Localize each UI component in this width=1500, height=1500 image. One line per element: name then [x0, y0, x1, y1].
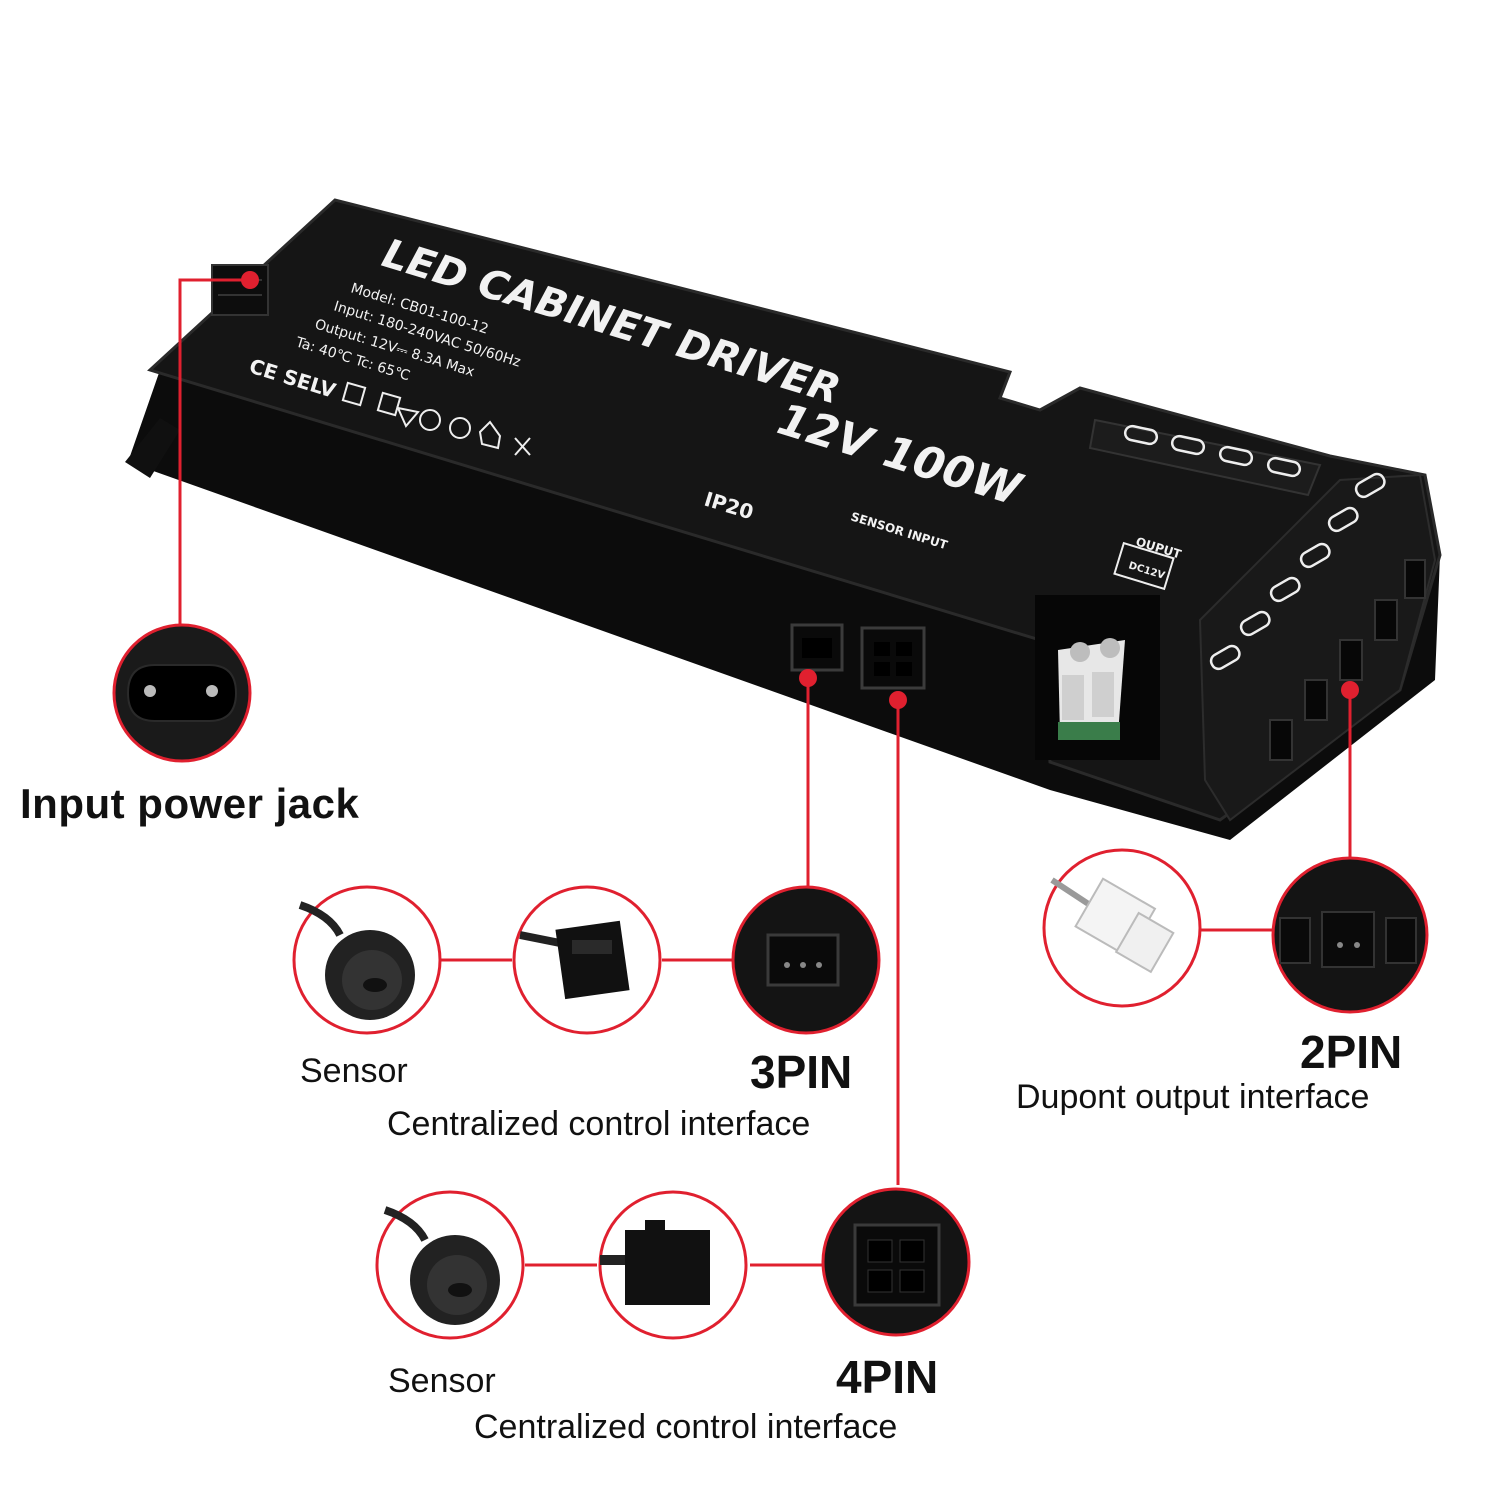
- certification-icons: [341, 381, 531, 456]
- label-4pin-desc: Centralized control interface: [474, 1408, 898, 1446]
- mounting-flange: [125, 418, 180, 478]
- top-output-markers: [1123, 424, 1302, 478]
- label-2pin-desc: Dupont output interface: [1016, 1078, 1370, 1116]
- label-3pin-sensor: Sensor: [300, 1052, 408, 1090]
- right-connector-panel: [1198, 473, 1437, 822]
- output-terminal-block: [1035, 595, 1160, 760]
- right-side-sockets: [1269, 559, 1426, 761]
- port-3pin-zoom: [731, 885, 881, 1035]
- driver-device: LED CABINET DRIVER Model: CB01-100-12 In…: [125, 198, 1442, 840]
- power-jack-on-device: [211, 264, 269, 316]
- sensor-3pin-zoom: [292, 885, 442, 1035]
- label-4pin-sensor: Sensor: [388, 1362, 496, 1400]
- side-output-markers: [1209, 472, 1386, 671]
- input-power-jack-zoom: [112, 623, 252, 763]
- label-3pin: 3PIN: [750, 1046, 853, 1098]
- plug-3pin-zoom: [512, 885, 662, 1035]
- device-side: [128, 370, 1440, 840]
- port-3pin-on-device: [790, 623, 844, 672]
- port-4pin-on-device: [860, 626, 926, 690]
- callout-lines: [178, 278, 1352, 1267]
- port-2pin-zoom: [1271, 856, 1429, 1014]
- port-4pin-zoom: [821, 1187, 971, 1337]
- plug-4pin-zoom: [598, 1190, 748, 1340]
- callout-dots: [241, 271, 1359, 709]
- dc-output-box: [1113, 541, 1175, 591]
- label-4pin: 4PIN: [836, 1351, 939, 1403]
- label-2pin: 2PIN: [1300, 1026, 1403, 1078]
- sensor-4pin-zoom: [375, 1190, 525, 1340]
- label-3pin-desc: Centralized control interface: [387, 1105, 811, 1143]
- dupont-plug-zoom: [1042, 848, 1202, 1008]
- line-power-jack: [178, 278, 250, 630]
- label-input-power-jack: Input power jack: [20, 780, 360, 827]
